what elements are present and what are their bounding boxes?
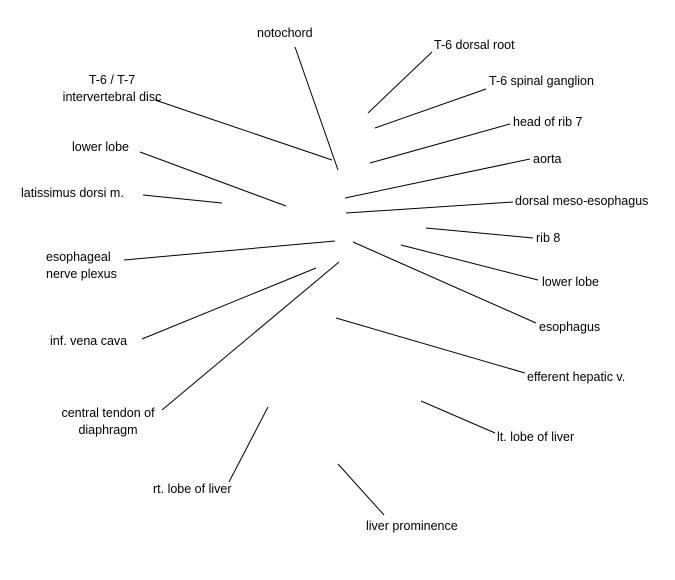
- leader-t6-spinal-ganglion: [374, 88, 487, 129]
- leader-dorsal-meso-esophagus: [345, 201, 514, 214]
- label-rib-8: rib 8: [536, 231, 561, 245]
- leader-intervertebral-disc: [154, 99, 333, 161]
- label-central-tendon-of-diaphragm: central tendon of diaphragm: [48, 405, 168, 439]
- label-esophageal-plexus-line1: esophageal: [46, 250, 111, 264]
- leader-notochord: [294, 46, 339, 171]
- label-lt-lobe-of-liver: lt. lobe of liver: [497, 430, 575, 444]
- label-central-tendon-line2: diaphragm: [78, 423, 138, 437]
- leader-central-tendon: [161, 261, 340, 411]
- label-intervertebral-line1: T-6 / T-7: [88, 73, 136, 87]
- label-notochord: notochord: [257, 26, 313, 40]
- label-aorta: aorta: [533, 152, 562, 166]
- leader-t6-dorsal-root: [367, 51, 433, 114]
- leader-efferent-hepatic-v: [335, 317, 526, 374]
- label-lower-lobe-left: lower lobe: [72, 140, 129, 154]
- label-efferent-hepatic-v: efferent hepatic v.: [527, 370, 626, 384]
- label-t6-spinal-ganglion: T-6 spinal ganglion: [489, 74, 594, 88]
- label-intervertebral-line2: intervertebral disc: [62, 90, 162, 104]
- label-rt-lobe-of-liver: rt. lobe of liver: [153, 482, 232, 496]
- label-esophageal-plexus-line2: nerve plexus: [46, 267, 117, 281]
- leader-aorta: [344, 158, 531, 199]
- label-inf-vena-cava: inf. vena cava: [50, 334, 128, 348]
- label-lower-lobe-right: lower lobe: [542, 275, 599, 289]
- leader-head-of-rib-7: [369, 123, 511, 164]
- leader-latissimus-dorsi: [142, 194, 223, 204]
- leader-esophagus: [352, 241, 537, 324]
- label-esophagus: esophagus: [539, 320, 601, 334]
- leader-lt-lobe-of-liver: [420, 400, 496, 434]
- label-central-tendon-line1: central tendon of: [61, 406, 155, 420]
- label-latissimus-dorsi: latissimus dorsi m.: [21, 186, 124, 200]
- label-esophageal-nerve-plexus: esophageal nerve plexus: [46, 249, 117, 283]
- label-t6-t7-intervertebral-disc: T-6 / T-7 intervertebral disc: [32, 72, 192, 106]
- label-head-of-rib-7: head of rib 7: [513, 115, 583, 129]
- leader-esophageal-plexus: [123, 240, 336, 261]
- label-dorsal-meso-esophagus: dorsal meso-esophagus: [515, 194, 649, 208]
- leader-liver-prominence: [337, 463, 385, 516]
- leader-rt-lobe-of-liver: [228, 406, 269, 483]
- leader-lower-lobe-right: [400, 244, 539, 281]
- leader-rib-8: [425, 227, 534, 239]
- label-liver-prominence: liver prominence: [366, 519, 458, 533]
- label-t6-dorsal-root: T-6 dorsal root: [434, 38, 515, 52]
- leader-inf-vena-cava: [141, 267, 317, 340]
- leader-lower-lobe-left: [139, 151, 287, 207]
